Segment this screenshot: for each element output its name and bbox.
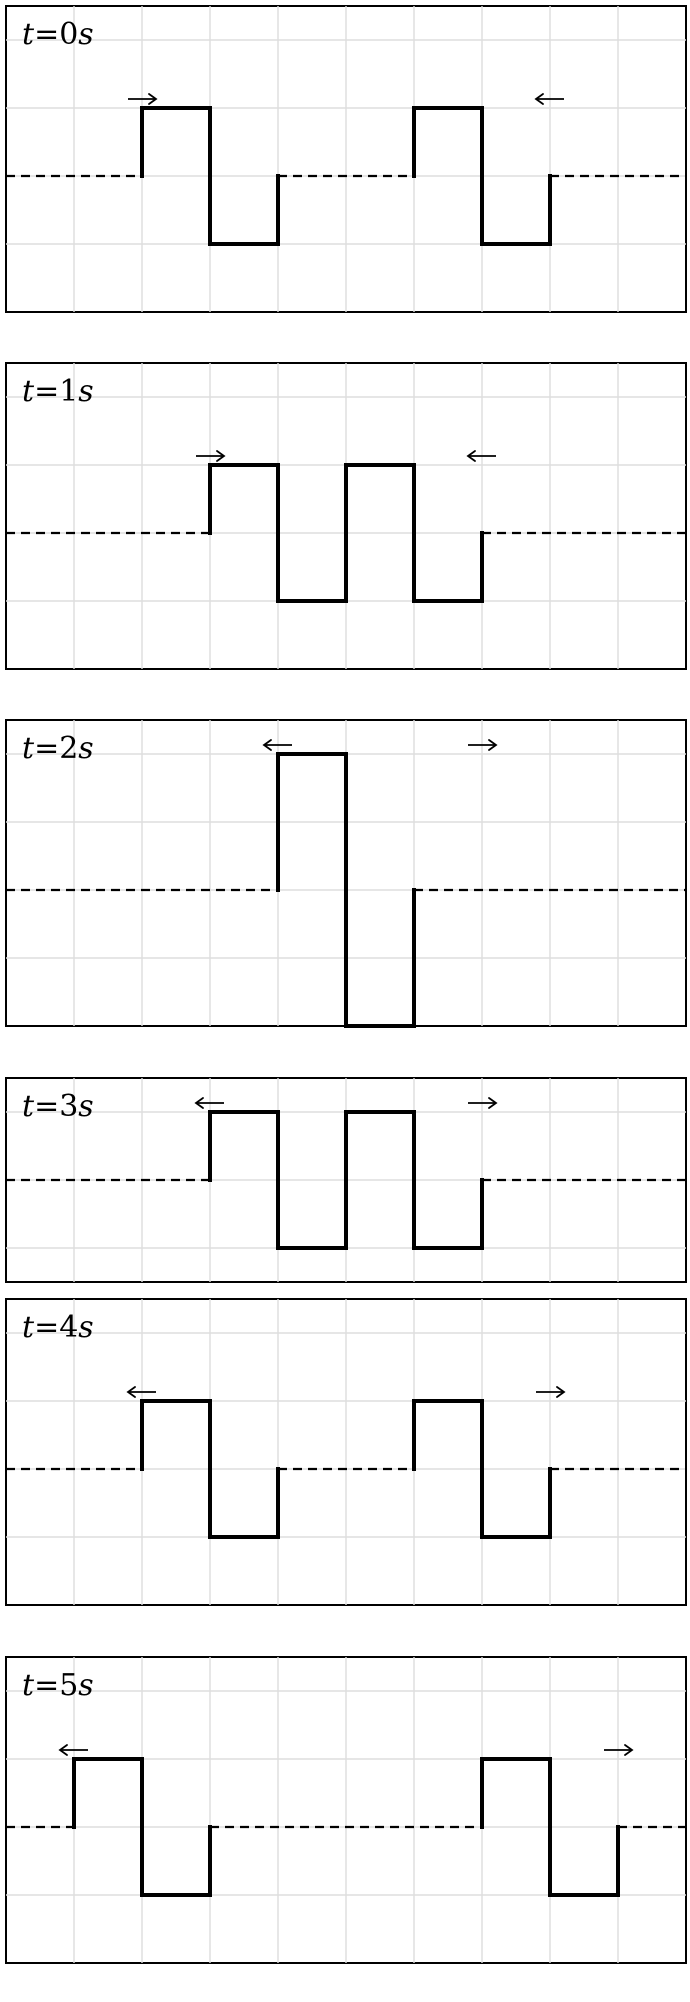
grid bbox=[6, 6, 686, 312]
time-label: t=4s bbox=[22, 1310, 94, 1345]
wave-pulse bbox=[412, 106, 552, 246]
arrow-left-icon bbox=[534, 93, 564, 105]
wave-pulse bbox=[276, 752, 416, 1028]
wave-pulse bbox=[480, 1757, 620, 1897]
panel-t5: t=5s bbox=[5, 1656, 687, 1964]
time-label: t=0s bbox=[22, 17, 94, 52]
arrow-right-icon bbox=[468, 1097, 498, 1109]
arrow-right-icon bbox=[468, 739, 498, 751]
panel-t4: t=4s bbox=[5, 1298, 687, 1606]
wave-pulse bbox=[208, 463, 484, 603]
arrow-right-icon bbox=[604, 1744, 634, 1756]
arrow-left-icon bbox=[126, 1386, 156, 1398]
arrow-left-icon bbox=[194, 1097, 224, 1109]
wave-pulse bbox=[140, 106, 280, 246]
panel-t1: t=1s bbox=[5, 362, 687, 670]
time-label: t=3s bbox=[22, 1089, 94, 1124]
arrow-left-icon bbox=[466, 450, 496, 462]
panel-t3: t=3s bbox=[5, 1077, 687, 1283]
arrow-left-icon bbox=[262, 739, 292, 751]
arrow-right-icon bbox=[196, 450, 226, 462]
time-label: t=5s bbox=[22, 1668, 94, 1703]
time-label: t=1s bbox=[22, 374, 94, 409]
time-label: t=2s bbox=[22, 731, 94, 766]
wave-pulse bbox=[140, 1399, 280, 1539]
arrow-right-icon bbox=[536, 1386, 566, 1398]
arrow-left-icon bbox=[58, 1744, 88, 1756]
wave-pulse bbox=[208, 1110, 484, 1250]
panel-t2: t=2s bbox=[5, 719, 687, 1028]
wave-pulse bbox=[72, 1757, 212, 1897]
panel-t0: t=0s bbox=[5, 5, 687, 313]
wave-pulse bbox=[412, 1399, 552, 1539]
arrow-right-icon bbox=[128, 93, 158, 105]
